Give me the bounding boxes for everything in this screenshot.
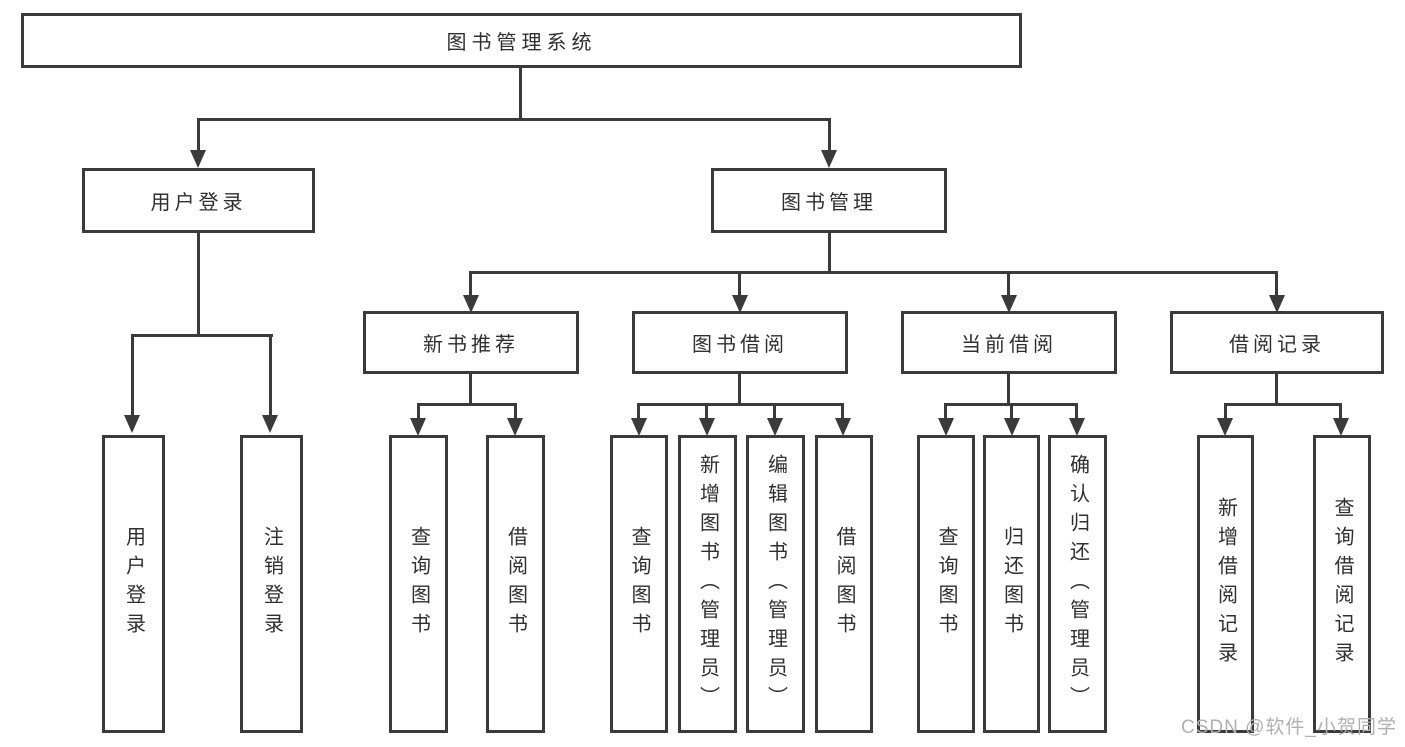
node-book-borrow: 图书借阅 [632, 311, 848, 374]
connector-line [519, 68, 522, 120]
leaf-cb-confirm-return-admin: 确认归还（管理员） [1048, 435, 1107, 733]
node-label: 图书借阅 [692, 334, 788, 356]
connector-line [1275, 271, 1278, 297]
node-label: 用户登录 [122, 526, 145, 642]
connector-line [469, 271, 472, 297]
node-current-borrow: 当前借阅 [901, 311, 1117, 374]
node-label: 当前借阅 [961, 334, 1057, 356]
arrowhead-down-icon [1333, 418, 1349, 436]
connector-line [197, 118, 831, 121]
connector-line [1339, 403, 1342, 419]
arrowhead-down-icon [1269, 295, 1285, 313]
connector-line [637, 403, 844, 406]
node-label: 查询图书 [407, 526, 430, 642]
node-label: 查询图书 [628, 526, 650, 642]
connector-line [1010, 403, 1013, 419]
connector-line [1224, 403, 1342, 406]
arrowhead-down-icon [767, 418, 783, 436]
connector-line [944, 403, 947, 419]
connector-line [131, 334, 273, 337]
node-new-book-recommend: 新书推荐 [363, 311, 579, 374]
connector-line [469, 374, 472, 405]
node-book-management: 图书管理 [711, 168, 947, 233]
node-user-login: 用户登录 [82, 168, 315, 233]
connector-line [1224, 403, 1227, 419]
node-label: 新书推荐 [423, 334, 519, 356]
connector-line [197, 118, 200, 152]
arrowhead-down-icon [732, 295, 748, 313]
connector-line [841, 403, 844, 419]
leaf-bb-query-books: 查询图书 [610, 435, 668, 733]
arrowhead-down-icon [1004, 418, 1020, 436]
connector-line [469, 271, 1278, 274]
arrowhead-down-icon [1217, 418, 1233, 436]
connector-line [705, 403, 708, 419]
arrowhead-down-icon [1001, 295, 1017, 313]
connector-line [417, 403, 420, 419]
leaf-user-login: 用户登录 [102, 435, 165, 733]
node-label: 借阅图书 [833, 526, 855, 642]
arrowhead-down-icon [190, 150, 206, 168]
arrowhead-down-icon [821, 150, 837, 168]
leaf-cb-return-books: 归还图书 [983, 435, 1040, 733]
arrowhead-down-icon [410, 418, 426, 436]
node-root: 图书管理系统 [21, 13, 1022, 68]
leaf-logout: 注销登录 [240, 435, 303, 733]
connector-line [828, 233, 831, 274]
arrowhead-down-icon [631, 418, 647, 436]
connector-line [1007, 271, 1010, 297]
node-label: 新增借阅记录 [1214, 497, 1237, 671]
leaf-br-query-record: 查询借阅记录 [1313, 435, 1371, 733]
node-label: 借阅记录 [1229, 334, 1325, 356]
leaf-nbr-borrow-books: 借阅图书 [486, 435, 545, 733]
watermark: CSDN @软件_小贺同学 [1181, 717, 1397, 738]
node-label: 归还图书 [1000, 526, 1023, 642]
leaf-bb-edit-books-admin: 编辑图书（管理员） [746, 435, 805, 733]
arrowhead-down-icon [835, 418, 851, 436]
connector-line [637, 403, 640, 419]
node-label: 查询图书 [935, 526, 957, 642]
connector-line [269, 334, 272, 415]
node-label: 图书管理 [781, 192, 877, 214]
connector-line [131, 334, 134, 415]
connector-line [197, 233, 200, 337]
leaf-bb-add-books-admin: 新增图书（管理员） [678, 435, 737, 733]
arrowhead-down-icon [507, 418, 523, 436]
node-label: 查询借阅记录 [1331, 497, 1353, 671]
leaf-bb-borrow-books: 借阅图书 [815, 435, 873, 733]
connector-line [514, 403, 517, 419]
connector-line [738, 271, 741, 297]
arrowhead-down-icon [124, 415, 140, 433]
arrowhead-down-icon [463, 295, 479, 313]
leaf-nbr-query-books: 查询图书 [389, 435, 448, 733]
node-label: 图书管理系统 [446, 32, 597, 54]
connector-line [738, 374, 741, 405]
node-label: 注销登录 [260, 526, 283, 642]
node-borrow-records: 借阅记录 [1170, 311, 1384, 374]
node-label: 确认归还（管理员） [1066, 453, 1089, 715]
node-label: 用户登录 [150, 192, 247, 214]
arrowhead-down-icon [262, 415, 278, 433]
node-label: 编辑图书（管理员） [764, 453, 787, 715]
arrowhead-down-icon [1069, 418, 1085, 436]
connector-line [1007, 374, 1010, 405]
leaf-cb-query-books: 查询图书 [917, 435, 975, 733]
node-label: 借阅图书 [504, 526, 527, 642]
connector-line [1275, 374, 1278, 405]
connector-line [417, 403, 517, 406]
arrowhead-down-icon [699, 418, 715, 436]
node-label: 新增图书（管理员） [696, 453, 719, 715]
arrowhead-down-icon [938, 418, 954, 436]
connector-line [828, 118, 831, 152]
leaf-br-add-record: 新增借阅记录 [1197, 435, 1254, 733]
connector-line [1075, 403, 1078, 419]
connector-line [773, 403, 776, 419]
